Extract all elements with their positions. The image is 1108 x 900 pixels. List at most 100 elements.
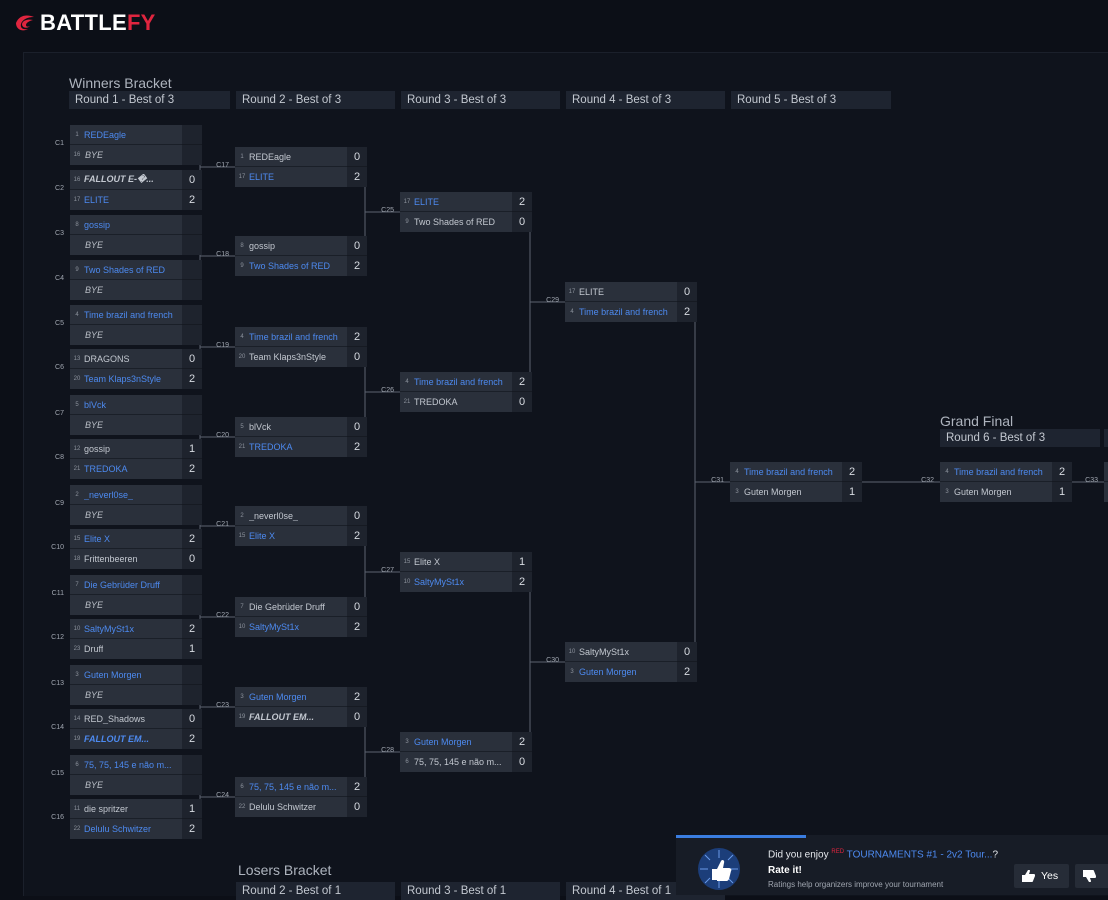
team-name[interactable]: Guten Morgen [414,736,472,747]
tournament-link[interactable]: TOURNAMENTS #1 - 2v2 Tour... [846,849,993,861]
team-row[interactable]: BYE [70,325,202,345]
team-cell[interactable]: BYE [70,685,182,705]
team-name[interactable]: Time brazil and french [249,331,338,342]
battlefy-logo[interactable]: BATTLEFY [14,10,156,36]
team-name[interactable]: Time brazil and french [579,307,668,317]
team-row[interactable]: BYE [70,685,202,705]
team-name[interactable]: Druff [84,644,104,654]
team-name[interactable]: Die Gebrüder Druff [84,579,160,590]
team-name[interactable]: Die Gebrüder Druff [249,601,325,612]
team-name[interactable]: Elite X [84,533,111,544]
team-name[interactable]: Two Shades of RED [414,217,496,227]
team-name[interactable]: Delulu Schwitzer [249,802,317,812]
team-cell[interactable]: BYE [70,415,182,435]
team-name[interactable]: Guten Morgen [84,669,142,680]
team-name[interactable]: SaltyMySt1x [249,622,300,632]
team-row[interactable] [1104,462,1108,482]
team-row[interactable]: BYE [70,775,202,795]
team-name[interactable]: TREDOKA [249,442,293,452]
team-name[interactable]: REDEagle [84,129,127,140]
team-name[interactable]: Two Shades of RED [249,261,331,271]
match-c9[interactable]: 2_neverl0se_BYE [70,485,202,525]
team-row[interactable] [1104,482,1108,502]
team-name[interactable]: 75, 75, 145 e não m... [84,759,172,770]
team-name[interactable]: Time brazil and french [84,309,173,320]
team-name[interactable]: die spritzer [84,803,129,814]
team-cell[interactable]: BYE [70,505,182,525]
team-name[interactable]: blVck [84,399,107,410]
team-name[interactable]: _neverl0se_ [249,510,299,521]
team-cell[interactable]: BYE [70,325,182,345]
team-cell[interactable] [1104,482,1108,502]
team-name[interactable]: DRAGONS [84,353,130,364]
team-name[interactable]: Two Shades of RED [84,264,166,275]
team-name[interactable]: SaltyMySt1x [414,577,465,587]
team-row[interactable]: BYE [70,505,202,525]
team-name[interactable]: Guten Morgen [579,667,637,677]
team-name[interactable]: Delulu Schwitzer [84,824,152,834]
team-cell[interactable]: 2_neverl0se_ [235,506,347,526]
team-name[interactable]: Guten Morgen [744,487,802,497]
team-name[interactable]: SaltyMySt1x [579,646,630,657]
team-name[interactable]: FALLOUT EM... [84,734,149,744]
team-name[interactable]: blVck [249,421,272,432]
